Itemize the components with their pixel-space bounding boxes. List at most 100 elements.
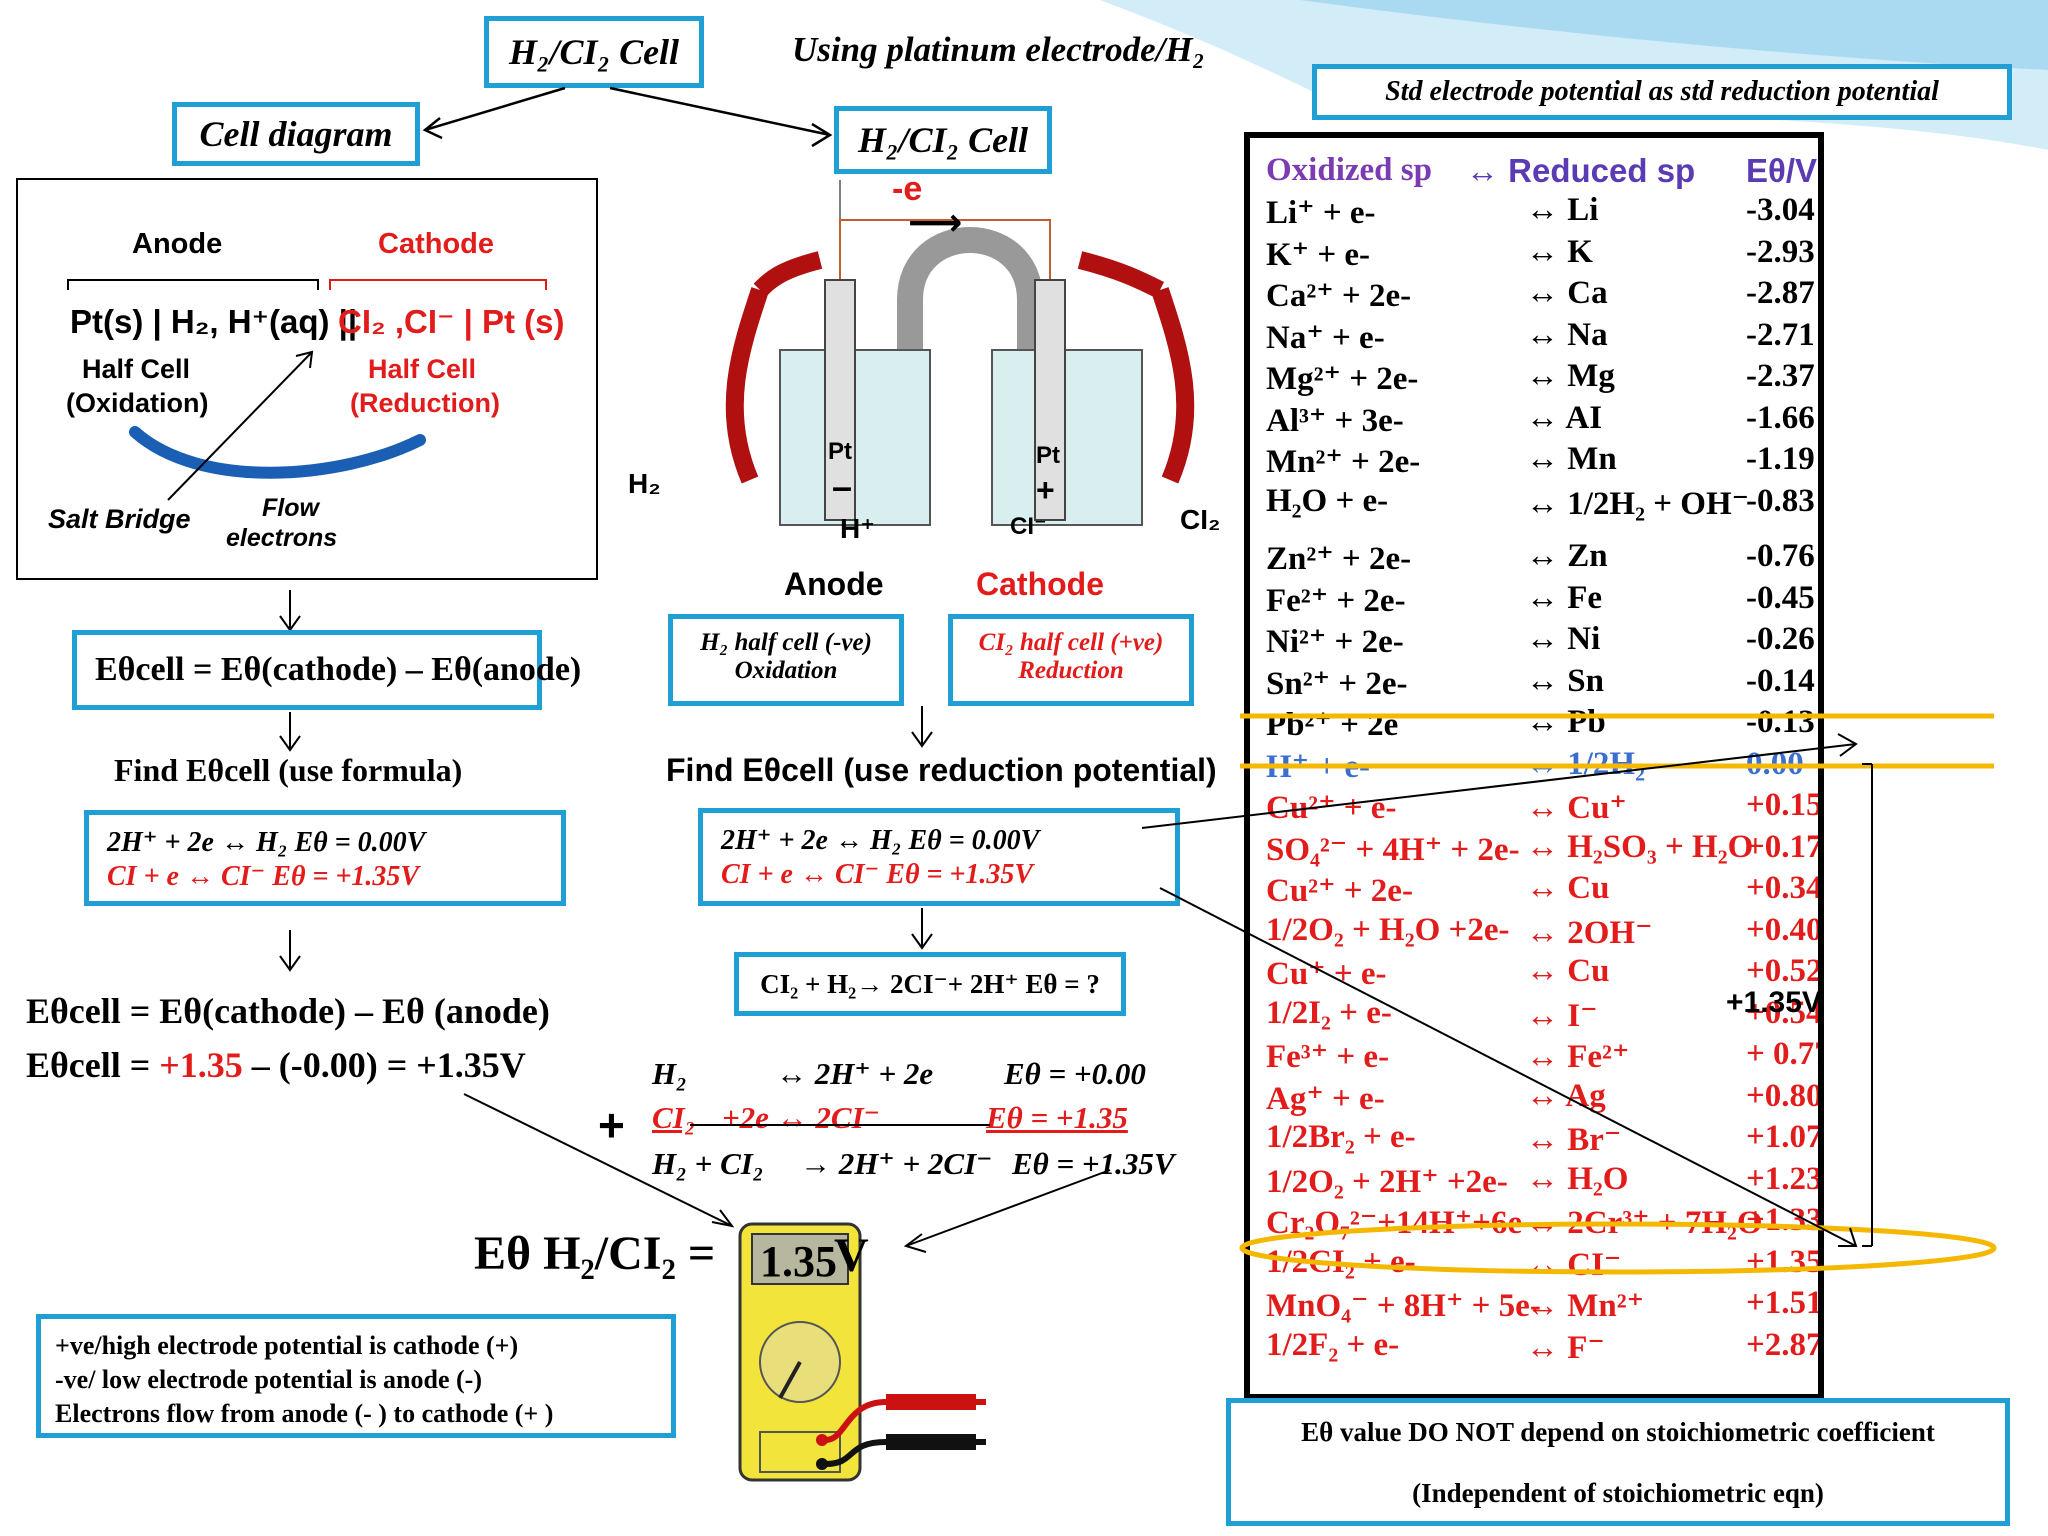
table-row: 1/2O₂ + H₂O +2e-↔ 2OH⁻+0.40 xyxy=(1266,911,1823,952)
reduced-species: ↔ Ni xyxy=(1526,621,1601,657)
calc-pre: Eθcell = xyxy=(26,1045,160,1085)
rule-1: +ve/high electrode potential is cathode … xyxy=(55,1331,519,1360)
table-row: H₂O + e-↔ 1/2H₂ + OH⁻-0.83 xyxy=(1266,483,1818,523)
h2-half-line-1: H₂ half cell (-ve) xyxy=(700,629,872,656)
reduced-species: ↔ Li xyxy=(1526,192,1599,228)
cell-diagram-panel xyxy=(16,178,598,580)
table-row: Cu²⁺ + 2e-↔ Cu+0.34 xyxy=(1266,870,1823,910)
find-right: Find Eθcell (use reduction potential) xyxy=(666,752,1217,788)
middle-down-arrows xyxy=(911,706,933,950)
reduced-species: ↔ 2OH⁻ xyxy=(1526,914,1653,951)
table-row: Pb²⁺ + 2e↔ Pb-0.13 xyxy=(1266,704,1818,744)
e-value: +0.52 xyxy=(1746,953,1823,989)
e-value: +0.34 xyxy=(1746,870,1823,906)
reduced-species: ↔ Na xyxy=(1526,316,1608,353)
result-arrows xyxy=(463,1093,1111,1253)
table-row: 1/2CI₂ + e-↔ CI⁻+1.35 xyxy=(1266,1244,1818,1284)
oxidized-species: Ca²⁺ + 2e- xyxy=(1266,278,1412,314)
oxidized-species: Zn²⁺ + 2e- xyxy=(1266,541,1412,577)
right-eq-2: CI + e ↔ CI⁻ Eθ = +1.35V xyxy=(721,859,1034,890)
oxidized-species: 1/2Br₂ + e- xyxy=(1266,1119,1416,1155)
e-value: -1.19 xyxy=(1746,441,1815,477)
std-potential-box: Std electrode potential as std reduction… xyxy=(1312,64,2012,120)
sum-r2a: CI₂ xyxy=(652,1100,696,1135)
sum-divider xyxy=(690,1124,990,1126)
e-value: -0.76 xyxy=(1746,538,1815,574)
reduced-species: ↔ Cu xyxy=(1526,870,1610,906)
reduced-species: ↔ Zn xyxy=(1526,538,1608,574)
sum-plus: + xyxy=(598,1099,625,1151)
oxidized-species: 1/2O₂ + 2H⁺ +2e- xyxy=(1266,1163,1508,1200)
bracket-label: +1.35V xyxy=(1726,986,1822,1019)
table-row: Li⁺ + e-↔ Li-3.04 xyxy=(1266,192,1818,232)
oxidized-species: K⁺ + e- xyxy=(1266,236,1371,273)
table-row: Ca²⁺ + 2e- ↔ Ca -2.87 xyxy=(1266,275,1818,315)
table-row: MnO₄⁻ + 8H⁺ + 5e-↔ Mn²⁺+1.51 xyxy=(1266,1285,1818,1325)
reduced-species: ↔ Ca xyxy=(1526,275,1608,311)
reduced-species: ↔ Fe xyxy=(1526,579,1603,616)
sum-r1c: Eθ = +0.00 xyxy=(1004,1056,1146,1091)
title-box: H₂/CI₂ Cell xyxy=(484,16,704,88)
left-down-arrows xyxy=(279,590,301,972)
reduced-species: ↔ Cu xyxy=(1526,953,1610,989)
oxidized-species: Fe³⁺ + e- xyxy=(1266,1039,1390,1075)
left-eq-1: 2H⁺ + 2e ↔ H₂ Eθ = 0.00V xyxy=(107,827,426,858)
h2-half-line-2: Oxidation xyxy=(734,657,838,684)
header-e: Eθ/V xyxy=(1746,152,1818,189)
left-eq-2: CI + e ↔ CI⁻ Eθ = +1.35V xyxy=(107,861,420,892)
table-row: Sn²⁺ + 2e-↔ Sn-0.14 xyxy=(1266,662,1818,703)
table-header: Oxidized sp ↔ Reduced sp Eθ/V xyxy=(1266,152,1818,192)
calc-post: – (-0.00) = +1.35V xyxy=(242,1045,526,1085)
left-equations-box: 2H⁺ + 2e ↔ H₂ Eθ = 0.00V CI + e ↔ CI⁻ Eθ… xyxy=(84,810,566,906)
reduced-species: ↔ F⁻ xyxy=(1526,1329,1605,1366)
cl2-half-cell-box: CI₂ half cell (+ve) Reduction xyxy=(948,614,1194,706)
table-row: 1/2I₂ + e-↔ I⁻+0.54 xyxy=(1266,995,1818,1035)
electron-label: -e xyxy=(892,170,923,208)
cell-box-2: H₂/CI₂ Cell xyxy=(834,106,1052,174)
e-value: +1.07 xyxy=(1746,1119,1823,1155)
e-value: -0.45 xyxy=(1746,579,1815,616)
reduced-species: ↔ Sn xyxy=(1526,662,1604,699)
header-reduced: ↔ Reduced sp xyxy=(1466,152,1696,189)
table-row: Ni²⁺ + 2e-↔ Ni-0.26 xyxy=(1266,621,1818,661)
e-value: -1.66 xyxy=(1746,399,1815,436)
cl2-label: CI₂ xyxy=(1180,504,1221,535)
e-value: -0.26 xyxy=(1746,621,1815,657)
h2-label: H₂ xyxy=(628,468,661,499)
oxidized-species: Fe²⁺ + 2e- xyxy=(1266,582,1406,619)
sum-r2b: +2e ↔ 2CI⁻ xyxy=(722,1100,881,1135)
oxidized-species: 1/2F₂ + e- xyxy=(1266,1326,1400,1363)
table-row: Mn²⁺ + 2e-↔ Mn-1.19 xyxy=(1266,441,1818,481)
oxidized-species: Na⁺ + e- xyxy=(1266,319,1385,356)
apparatus xyxy=(725,180,1195,526)
oxidized-species: MnO₄⁻ + 8H⁺ + 5e- xyxy=(1266,1288,1541,1324)
e-value: -0.14 xyxy=(1746,662,1815,699)
right-equations-box: 2H⁺ + 2e ↔ H₂ Eθ = 0.00V CI + e ↔ CI⁻ Eθ… xyxy=(698,808,1180,906)
e-value: -2.87 xyxy=(1746,275,1815,311)
reduced-species: ↔ Mg xyxy=(1526,358,1615,394)
bottom-note-2: (Independent of stoichiometric eqn) xyxy=(1412,1478,1824,1508)
anode-notation: Pt(s) | H₂, H⁺(aq) || xyxy=(70,303,358,340)
e-value: +0.40 xyxy=(1746,911,1823,948)
pt-right: Pt xyxy=(1036,442,1060,469)
result-label: Eθ H₂/CI₂ = xyxy=(474,1227,716,1280)
right-eq-1: 2H⁺ + 2e ↔ H₂ Eθ = 0.00V xyxy=(721,825,1040,856)
title-arrows xyxy=(422,86,833,148)
cathode-notation: CI₂ ,CI⁻ | Pt (s) xyxy=(338,303,565,340)
reduced-species: ↔ H₂SO₃ + H₂O xyxy=(1526,828,1754,865)
reduced-species: ↔ CI⁻ xyxy=(1526,1246,1622,1283)
table-row: Fe³⁺ + e-↔ Fe²⁺+ 0.77 xyxy=(1266,1036,1824,1076)
flow-label: Flow xyxy=(262,494,319,522)
find-left: Find Eθcell (use formula) xyxy=(114,752,463,788)
reduced-species: ↔ I⁻ xyxy=(1526,997,1598,1034)
electron-arrow: ⟶ xyxy=(908,202,963,244)
table-row: 1/2O₂ + 2H⁺ +2e-↔ H₂O+1.23 xyxy=(1266,1161,1818,1201)
table-row: SO₄²⁻ + 4H⁺ + 2e-↔ H₂SO₃ + H₂O+0.17 xyxy=(1266,828,1818,869)
rule-2: -ve/ low electrode potential is anode (-… xyxy=(55,1365,482,1394)
e-value: + 0.77 xyxy=(1746,1036,1824,1072)
apparatus-anode: Anode xyxy=(784,566,884,602)
rule-3: Electrons flow from anode (- ) to cathod… xyxy=(55,1399,554,1428)
sum-r1b: ↔ 2H⁺ + 2e xyxy=(776,1056,934,1091)
reduced-species: ↔ K xyxy=(1526,233,1593,270)
plus-sign: + xyxy=(1036,472,1055,508)
